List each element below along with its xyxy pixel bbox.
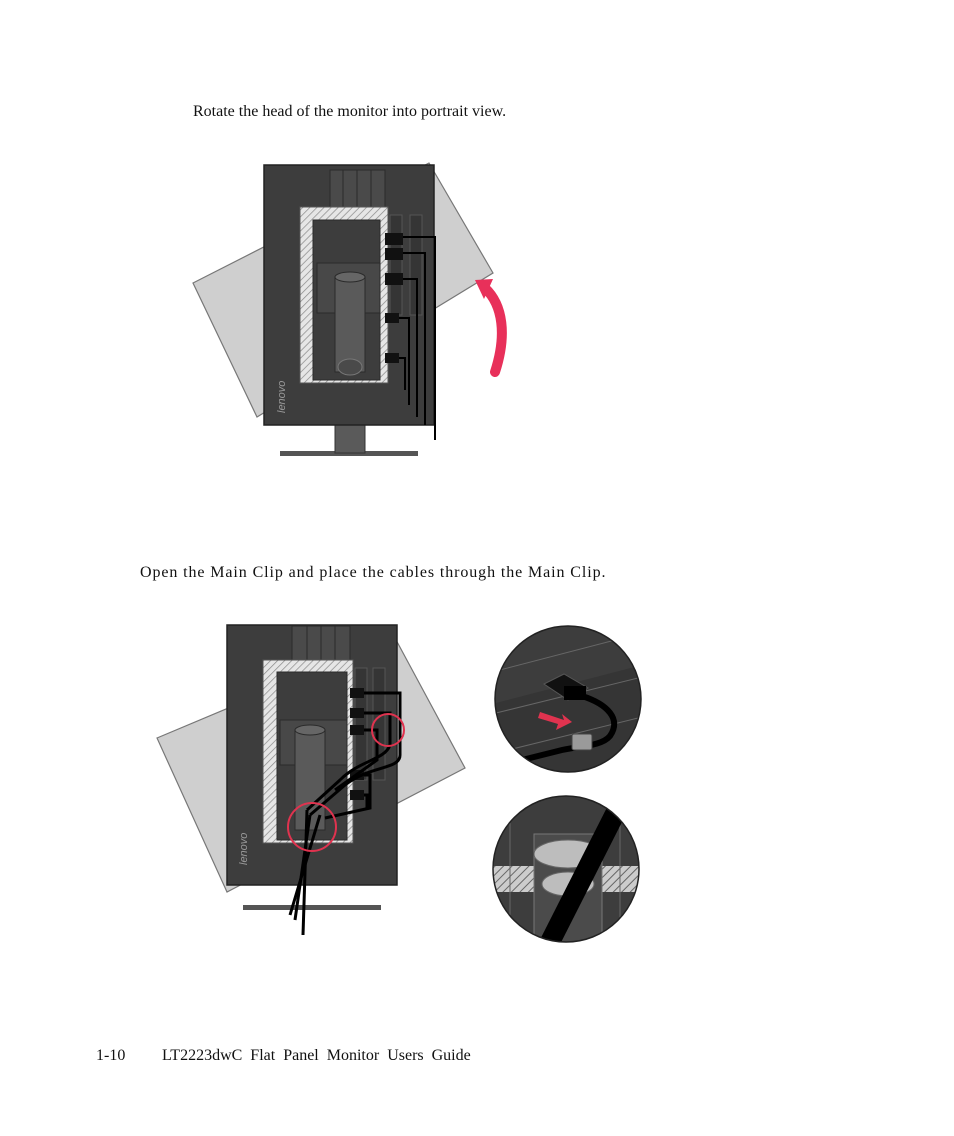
highlight-circle-clip bbox=[287, 802, 337, 852]
detail-clip-circle bbox=[492, 795, 640, 943]
step-2-instruction: Open the Main Clip and place the cables … bbox=[140, 564, 607, 581]
highlight-circle-connector bbox=[371, 713, 405, 747]
figure-rotate-monitor: lenovo bbox=[192, 162, 507, 456]
rotation-arrow bbox=[480, 283, 507, 377]
detail-connector-circle bbox=[494, 625, 642, 773]
brand-logo: lenovo bbox=[276, 381, 288, 413]
step-1-instruction: Rotate the head of the monitor into port… bbox=[193, 103, 507, 120]
page-number: 1-10 bbox=[96, 1047, 126, 1064]
figure-main-clip: lenovo bbox=[156, 624, 466, 936]
guide-title: LT2223dwC Flat Panel Monitor Users Guide bbox=[162, 1047, 471, 1064]
brand-logo: lenovo bbox=[238, 833, 250, 865]
stand-base bbox=[243, 905, 381, 910]
insert-arrow bbox=[538, 712, 572, 730]
